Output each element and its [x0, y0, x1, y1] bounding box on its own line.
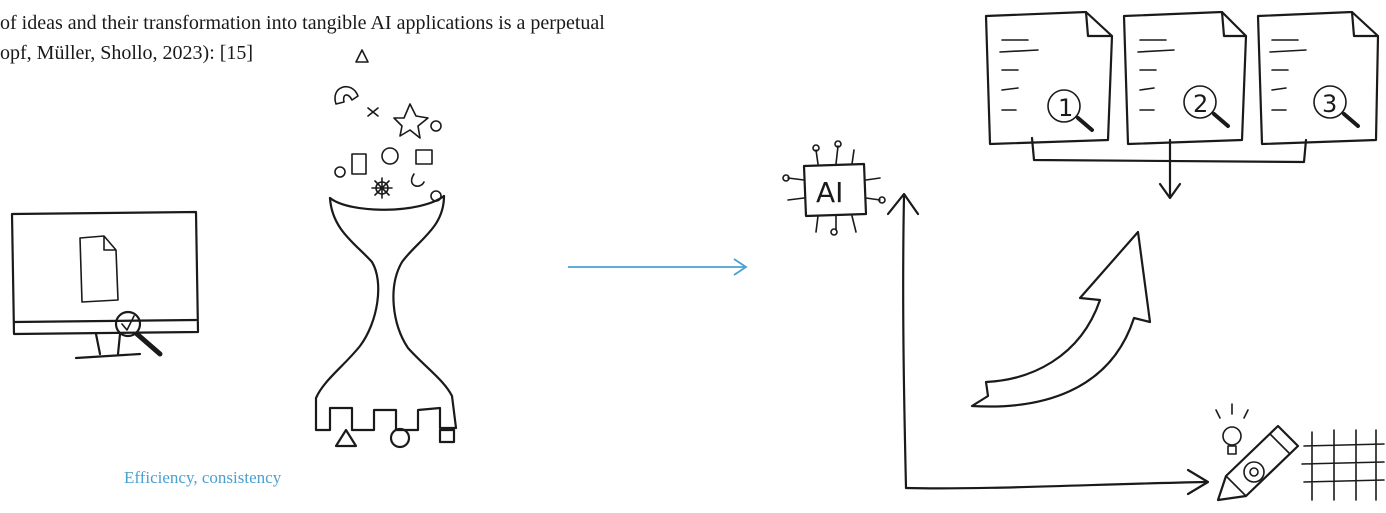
creativity-tools-icon [1215, 403, 1385, 502]
document-1: 1 [984, 10, 1114, 146]
ai-chip-icon: AI [782, 140, 886, 236]
funnel-icon [314, 49, 458, 449]
diagram-caption: Efficiency, consistency [124, 468, 282, 487]
document-2-number: 2 [1193, 90, 1208, 118]
bracket-connector [1030, 136, 1308, 200]
document-1-number: 1 [1058, 94, 1073, 122]
paragraph-text: of ideas and their transformation into t… [0, 8, 605, 68]
growth-arrow [970, 230, 1152, 408]
monitor-icon [10, 210, 200, 360]
paragraph-line-2: opf, Müller, Shollo, 2023): [15] [0, 42, 254, 64]
paragraph-line-1: of ideas and their transformation into t… [0, 12, 605, 34]
growth-axes [886, 192, 1210, 496]
chip-label: AI [816, 176, 843, 209]
document-2: 2 [1122, 10, 1248, 146]
flow-arrow [568, 258, 748, 276]
document-3: 3 [1256, 10, 1380, 146]
document-3-number: 3 [1322, 90, 1337, 118]
